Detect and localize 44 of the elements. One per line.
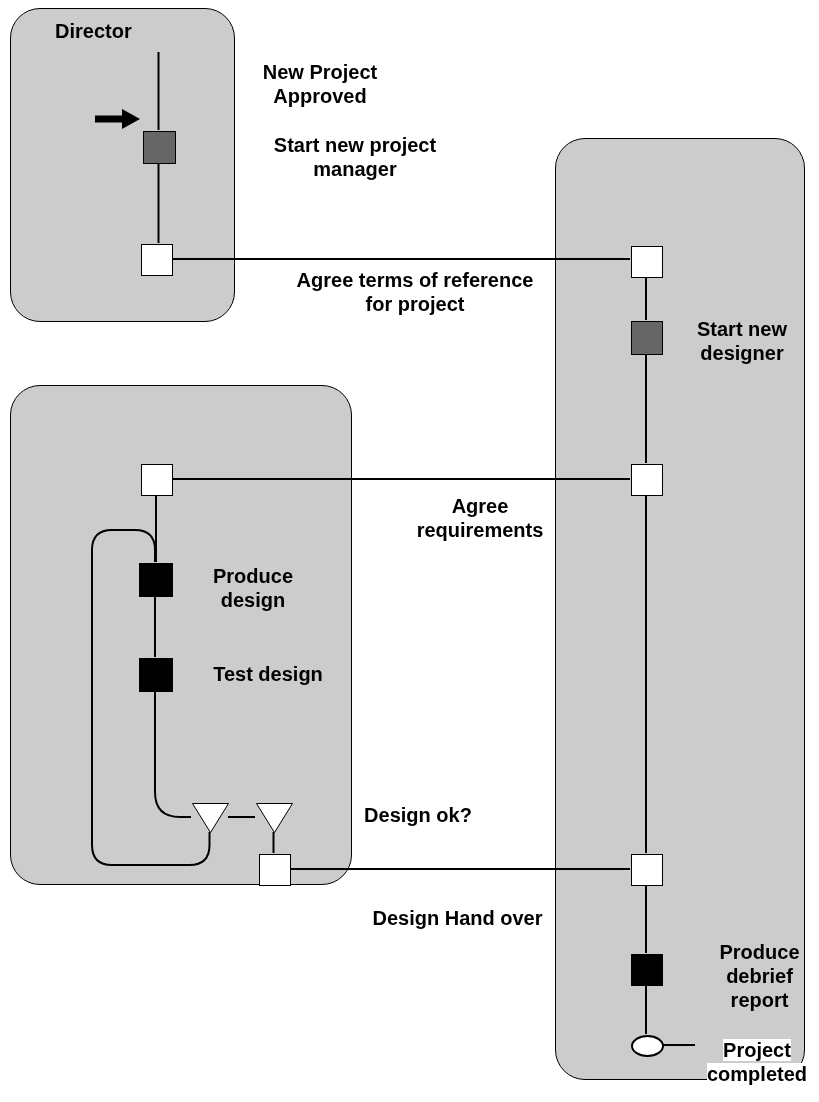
flow-line <box>157 51 160 131</box>
role-name: Director <box>55 19 132 43</box>
activity-square <box>143 131 176 164</box>
interaction-square <box>259 854 291 886</box>
interaction-square <box>631 464 663 496</box>
leader-line <box>662 1044 696 1046</box>
trigger-label: Start new project manager <box>272 133 438 181</box>
role-box <box>10 8 235 322</box>
decision-triangle <box>192 803 229 833</box>
activity-label: Start new designer <box>696 317 788 366</box>
flow-line <box>227 816 256 818</box>
activity-square <box>631 954 663 986</box>
activity-label: Produce design <box>212 564 294 613</box>
flow-line <box>154 690 192 818</box>
role-box <box>10 385 352 885</box>
decision-triangle <box>256 803 293 833</box>
interaction-square <box>631 854 663 886</box>
flow-line <box>272 831 275 854</box>
interaction-label: Design Hand over <box>371 906 544 931</box>
flow-line <box>645 494 647 854</box>
trigger-label: Produce debrief report <box>718 940 801 1012</box>
activity-label: Design ok? <box>363 803 473 828</box>
interaction-square <box>141 244 173 276</box>
flow-line <box>645 984 647 1035</box>
flow-line <box>645 353 647 464</box>
interaction-label: Agree requirements <box>415 494 545 543</box>
flow-line <box>645 276 647 321</box>
flow-line <box>171 478 631 480</box>
interaction-label: Agree terms of reference for project <box>295 268 535 317</box>
interaction-square <box>141 464 173 496</box>
flow-line <box>289 868 631 870</box>
activity-square <box>139 563 173 597</box>
trigger-label: New Project Approved <box>261 60 379 108</box>
activity-square <box>631 321 663 355</box>
stop-ellipse <box>631 1035 664 1057</box>
activity-label: Test design <box>212 662 324 687</box>
flow-line <box>171 258 631 260</box>
interaction-square <box>631 246 663 278</box>
flow-line <box>645 884 647 954</box>
activity-square <box>139 658 173 692</box>
flow-line <box>91 529 211 866</box>
flow-line <box>157 162 160 244</box>
flow-line <box>154 595 156 658</box>
flow-line <box>155 494 157 563</box>
